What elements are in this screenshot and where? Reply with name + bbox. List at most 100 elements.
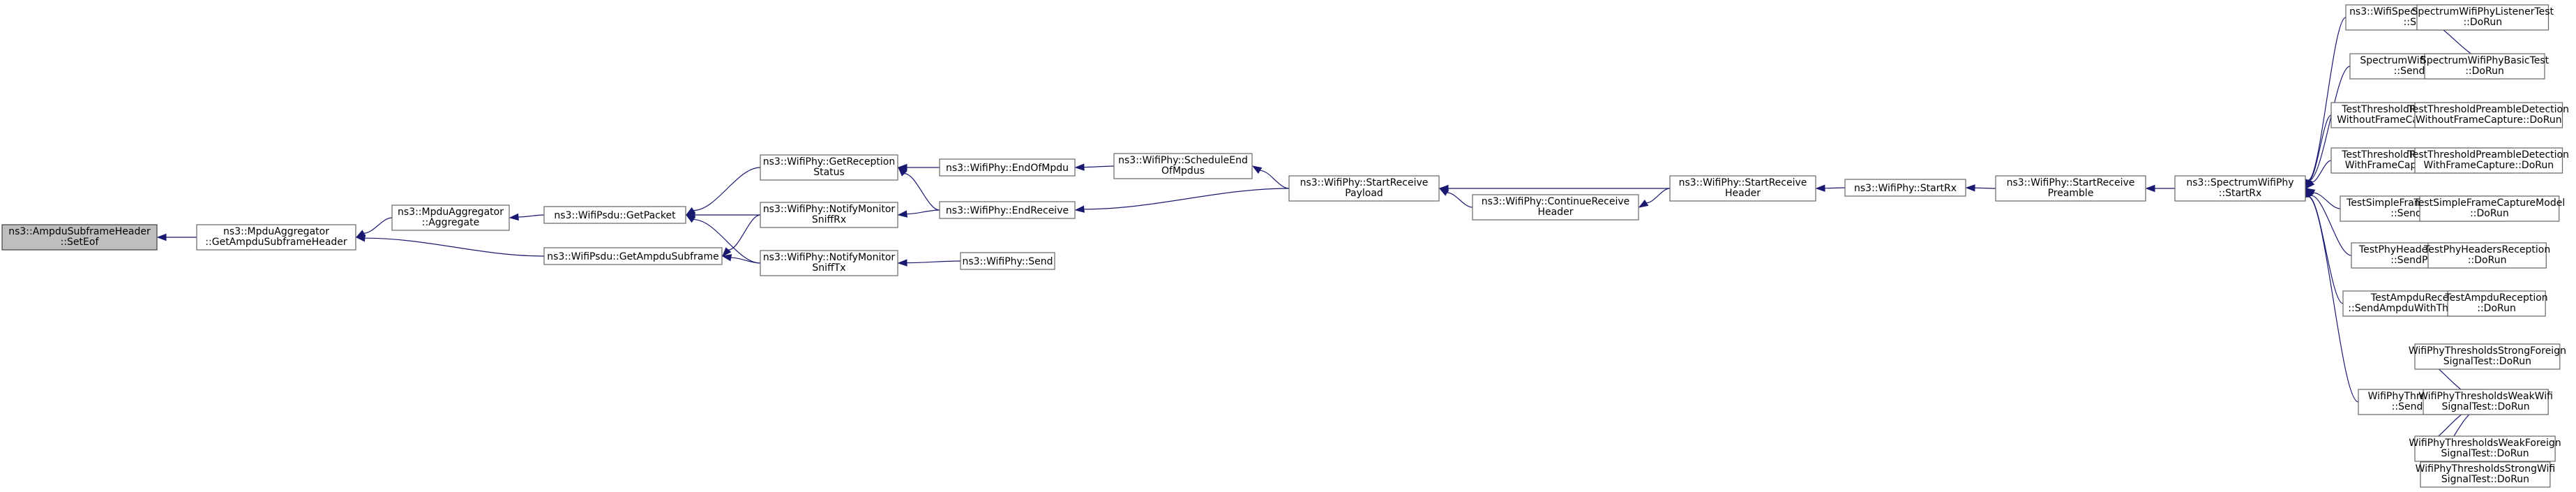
arrowhead	[897, 210, 908, 218]
arrowhead	[1438, 188, 1449, 196]
node-label: ns3::WifiPsdu::GetAmpduSubframe	[547, 251, 718, 262]
arrowhead	[1815, 184, 1825, 192]
graph-node[interactable]: ns3::WifiPhy::EndOfMpdu	[939, 158, 1076, 177]
node-box	[2416, 4, 2549, 31]
graph-node[interactable]: ns3::WifiPsdu::GetAmpduSubframe	[543, 247, 723, 265]
node-label: ns3::WifiPhy::ContinueReceive	[1482, 196, 1630, 207]
graph-node[interactable]: TestThresholdPreambleDetectionWithFrameC…	[2408, 147, 2569, 174]
node-box	[939, 201, 1076, 219]
graph-node[interactable]: ns3::MpduAggregator::Aggregate	[391, 204, 510, 231]
node-label: SignalTest::DoRun	[2443, 356, 2531, 367]
call-edge	[897, 259, 961, 267]
arrowhead	[721, 254, 732, 262]
node-label: ::DoRun	[2465, 66, 2504, 77]
node-label: ns3::WifiPhy::ScheduleEnd	[1118, 155, 1248, 166]
node-label: TestAmpduReception	[2444, 292, 2547, 304]
edge-line	[518, 214, 545, 218]
node-box	[2423, 389, 2549, 415]
arrowhead	[509, 213, 519, 221]
node-label: ns3::WifiPhy::NotifyMonitor	[763, 204, 896, 215]
node-label: WithFrameCapture::DoRun	[2423, 160, 2554, 171]
node-box	[939, 158, 1076, 177]
edge-line	[363, 217, 393, 234]
node-label: ::DoRun	[2470, 208, 2509, 219]
node-label: ::GetAmpduSubframeHeader	[205, 237, 347, 248]
graph-node[interactable]: ns3::SpectrumWifiPhy::StartRx	[2174, 175, 2306, 202]
graph-node[interactable]: SpectrumWifiPhyListenerTest::DoRun	[2411, 4, 2554, 31]
node-label: SpectrumWifiPhyBasicTest	[2420, 55, 2549, 66]
node-box	[1288, 175, 1440, 202]
node-label: ns3::MpduAggregator	[398, 207, 504, 218]
graph-node[interactable]: ns3::WifiPsdu::GetPacket	[543, 206, 686, 224]
graph-node[interactable]: SpectrumWifiPhyBasicTest::DoRun	[2420, 53, 2549, 80]
arrowhead	[1074, 205, 1085, 213]
graph-node[interactable]: WifiPhyThresholdsWeakForeignSignalTest::…	[2409, 435, 2561, 462]
node-label: ns3::WifiPhy::StartReceive	[1300, 177, 1429, 188]
call-edge	[355, 234, 545, 257]
call-edge	[1438, 188, 1473, 208]
node-box	[1, 224, 158, 251]
node-label: TestSimpleFrameCaptureModel	[2413, 197, 2566, 209]
node-box	[2419, 195, 2560, 222]
graph-node[interactable]: ns3::WifiPhy::Send	[960, 252, 1055, 270]
edge-line	[364, 237, 545, 257]
graph-node[interactable]: ns3::WifiPhy::StartRx	[1844, 179, 1966, 197]
edge-line	[2313, 192, 2341, 209]
graph-node[interactable]: TestThresholdPreambleDetectionWithoutFra…	[2408, 102, 2569, 128]
node-box	[960, 252, 1055, 270]
arrowhead	[1251, 165, 1263, 174]
node-label: Header	[1538, 207, 1574, 218]
graph-node[interactable]: TestSimpleFrameCaptureModel::DoRun	[2413, 195, 2566, 222]
node-label: TestThresholdPreambleDetection	[2408, 104, 2569, 115]
node-label: TestThresholdPreambleDetection	[2408, 149, 2569, 161]
node-label: ns3::WifiPhy::Send	[962, 256, 1053, 267]
node-box	[760, 250, 898, 276]
graph-node[interactable]: WifiPhyThresholdsWeakWifiSignalTest::DoR…	[2418, 389, 2553, 415]
edge-line	[1447, 192, 1473, 208]
node-box	[2424, 53, 2545, 80]
node-label: SpectrumWifiPhyListenerTest	[2411, 6, 2554, 17]
arrowhead	[1965, 184, 1975, 192]
node-box	[760, 154, 898, 181]
node-label: WifiPhyThresholdsStrongForeign	[2409, 345, 2566, 357]
arrowhead	[355, 234, 366, 242]
call-edge	[898, 166, 940, 211]
node-box	[543, 247, 723, 265]
call-edge	[509, 213, 545, 221]
graph-node[interactable]: ns3::AmpduSubframeHeader::SetEof	[1, 224, 158, 251]
node-box	[1844, 179, 1966, 197]
edge-line	[906, 260, 961, 264]
node-label: SignalTest::DoRun	[2441, 401, 2529, 412]
graph-node[interactable]: WifiPhyThresholdsStrongWifiSignalTest::D…	[2416, 461, 2556, 488]
node-label: ns3::WifiPhy::StartReceive	[2007, 177, 2135, 188]
node-label: OfMpdus	[1161, 165, 1205, 177]
node-label: Preamble	[2048, 188, 2094, 199]
edge-line	[2307, 17, 2347, 181]
call-edge	[897, 209, 940, 218]
edge-line	[1083, 188, 1290, 210]
node-label: Status	[813, 167, 845, 178]
node-box	[543, 206, 686, 224]
graph-node[interactable]: WifiPhyThresholdsStrongForeignSignalTest…	[2409, 343, 2566, 370]
call-edge	[685, 211, 761, 219]
graph-node[interactable]: TestPhyHeadersReception::DoRun	[2423, 242, 2550, 269]
node-box	[2427, 242, 2547, 269]
node-box	[1472, 194, 1639, 221]
graph-node[interactable]: TestAmpduReception::DoRun	[2444, 290, 2548, 317]
call-edge	[685, 214, 761, 264]
node-box	[2414, 435, 2556, 462]
graph-node[interactable]: ns3::MpduAggregator::GetAmpduSubframeHea…	[196, 224, 356, 251]
arrowhead	[2145, 184, 2155, 193]
arrowhead	[2305, 179, 2315, 190]
node-box	[196, 224, 356, 251]
arrowhead	[897, 163, 907, 172]
graph-node[interactable]: ns3::WifiPhy::EndReceive	[939, 201, 1076, 219]
